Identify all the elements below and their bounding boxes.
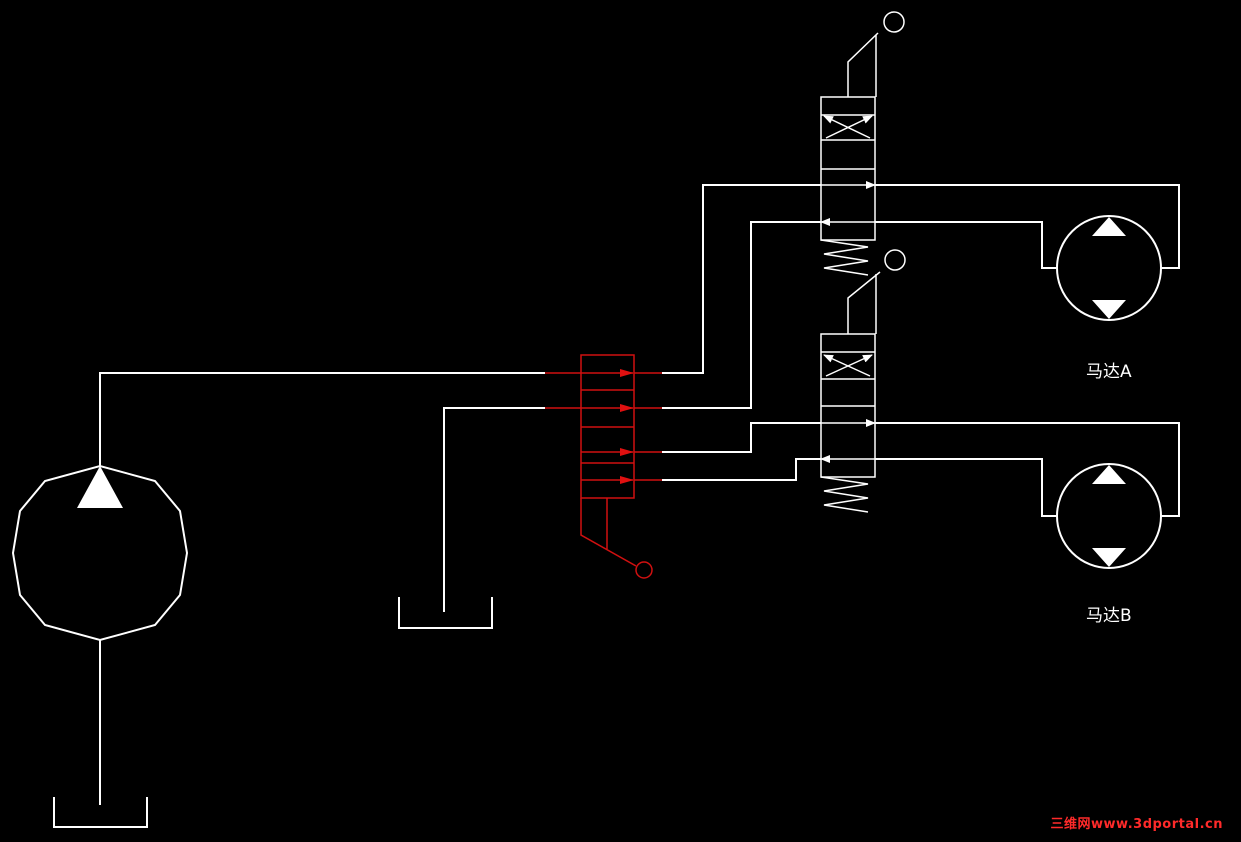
selector-lever bbox=[580, 498, 637, 567]
valve-a-lever bbox=[847, 32, 879, 97]
return-line bbox=[443, 407, 545, 612]
line-valve-a-to-motor-a-2 bbox=[875, 221, 1056, 269]
line-selector-to-valve-b-2 bbox=[662, 458, 821, 481]
motor-b-label: 马达B bbox=[1086, 606, 1132, 626]
watermark: 三维网www.3dportal.cn bbox=[1050, 817, 1223, 832]
directional-valve-a bbox=[796, 11, 905, 276]
motor-a-label: 马达A bbox=[1086, 362, 1132, 382]
motor-b-body bbox=[1056, 463, 1162, 569]
motor-b-symbol bbox=[1056, 463, 1162, 569]
line-selector-to-valve-b-1 bbox=[662, 422, 821, 453]
motor-a-symbol bbox=[1056, 215, 1162, 321]
tank-return bbox=[398, 597, 493, 629]
selector-lever-knob bbox=[635, 561, 653, 579]
line-selector-to-valve-a-1 bbox=[662, 184, 821, 374]
line-valve-b-to-motor-b-2 bbox=[875, 458, 1056, 517]
motor-b-triangle-bottom bbox=[1092, 548, 1126, 567]
valve-a-lever-knob bbox=[883, 11, 905, 33]
pump-body bbox=[11, 464, 189, 642]
motor-a-triangle-bottom bbox=[1092, 300, 1126, 319]
selector-valve bbox=[545, 354, 662, 579]
pump-symbol bbox=[11, 464, 189, 642]
valve-b-lever-knob bbox=[884, 249, 906, 271]
valve-a-spring bbox=[820, 239, 869, 276]
line-valve-a-to-motor-a-1 bbox=[875, 184, 1180, 269]
pressure-line bbox=[99, 372, 545, 466]
motor-b-triangle-top bbox=[1092, 465, 1126, 484]
motor-a-body bbox=[1056, 215, 1162, 321]
pump-direction-triangle bbox=[77, 466, 123, 508]
valve-b-spring bbox=[820, 476, 869, 513]
line-selector-to-valve-a-2 bbox=[662, 221, 821, 409]
line-valve-b-to-motor-b-1 bbox=[875, 422, 1180, 517]
directional-valve-b bbox=[796, 249, 906, 513]
tank-pump bbox=[53, 797, 148, 828]
motor-a-triangle-top bbox=[1092, 217, 1126, 236]
valve-b-lever bbox=[847, 271, 881, 334]
